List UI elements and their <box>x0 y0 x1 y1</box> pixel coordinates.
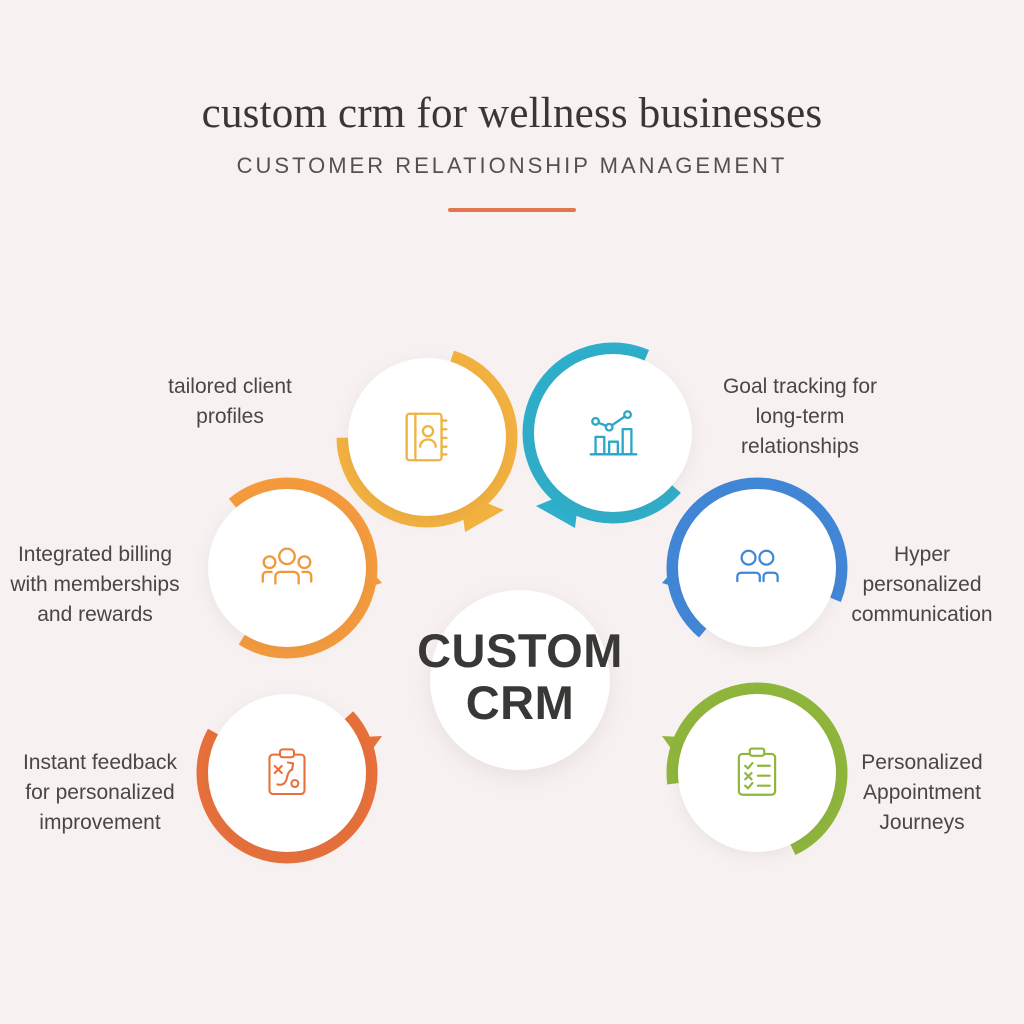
node-tailored-client-profiles[interactable] <box>332 342 522 532</box>
node-icon-disc <box>348 358 506 516</box>
node-icon-disc <box>534 354 692 512</box>
title-divider <box>448 208 576 212</box>
caption-personalized-appointment-journeys: Personalized Appointment Journeys <box>861 751 983 834</box>
center-hub-circle <box>430 590 610 770</box>
node-hyper-personalized-communication[interactable] <box>662 473 852 663</box>
center-hub-label: CUSTOM CRM <box>417 624 623 729</box>
node-icon-disc <box>678 694 836 852</box>
caption-tailored-client-profiles: tailored client profiles <box>168 375 292 428</box>
node-integrated-billing[interactable] <box>192 473 382 663</box>
caption-instant-feedback: Instant feedback for personalized improv… <box>22 751 178 834</box>
page-title: custom crm for wellness businesses <box>201 90 823 137</box>
page-subtitle: CUSTOMER RELATIONSHIP MANAGEMENT <box>236 153 788 178</box>
node-goal-tracking[interactable] <box>518 338 708 528</box>
caption-integrated-billing: Integrated billing with memberships and … <box>10 543 180 626</box>
clipboard-checklist-icon <box>737 747 777 796</box>
header: custom crm for wellness businesses CUSTO… <box>0 88 1024 212</box>
node-icon-disc <box>208 694 366 852</box>
node-personalized-appointment-journeys[interactable] <box>662 678 852 868</box>
caption-goal-tracking: Goal tracking for long-term relationship… <box>722 375 878 458</box>
bar-chart-trend-icon <box>589 410 638 456</box>
caption-hyper-personalized-communication: Hyper personalized communication <box>851 543 993 626</box>
address-book-icon <box>405 412 448 462</box>
node-icon-disc <box>208 489 366 647</box>
two-people-icon <box>736 549 779 583</box>
node-instant-feedback[interactable] <box>192 678 382 868</box>
node-icon-disc <box>678 489 836 647</box>
group-people-icon <box>261 547 313 585</box>
clipboard-strategy-icon <box>268 748 306 796</box>
